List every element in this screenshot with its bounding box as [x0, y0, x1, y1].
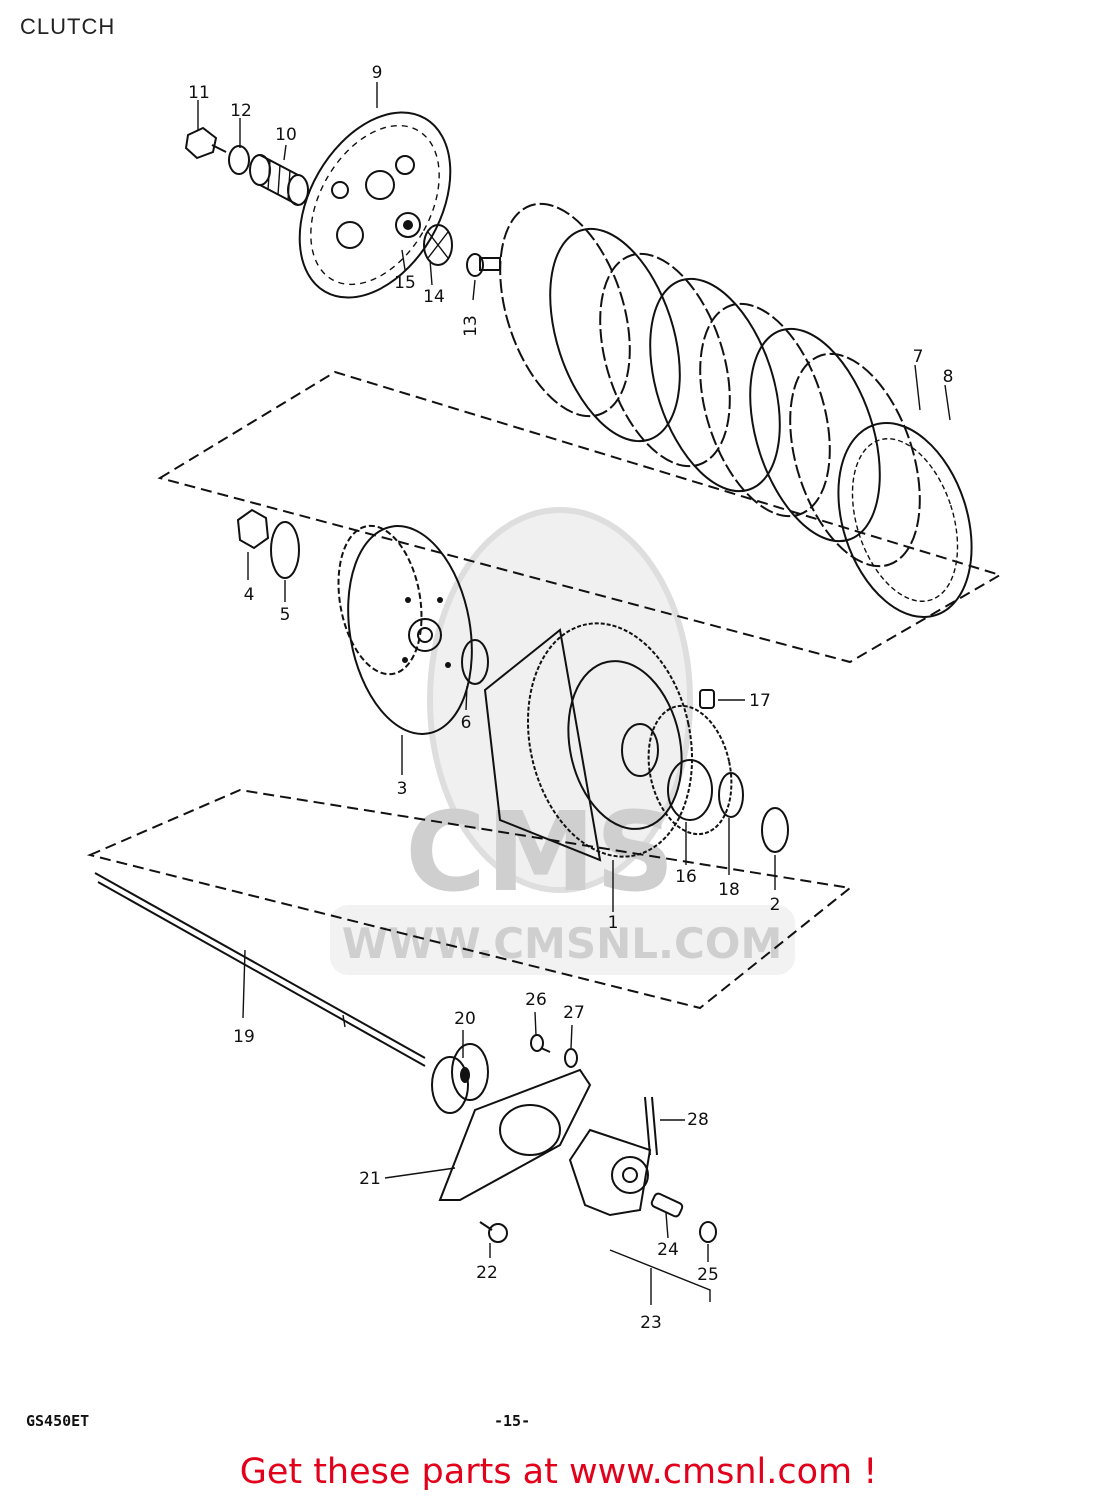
callout-27: 27	[563, 1003, 585, 1023]
callout-26: 26	[525, 990, 547, 1010]
callout-25: 25	[697, 1265, 719, 1285]
screw-washer-part	[564, 1048, 578, 1068]
push-piece-part	[466, 253, 501, 277]
callout-23: 23	[640, 1313, 662, 1333]
callout-11: 11	[188, 83, 210, 103]
promo-link-text[interactable]: Get these parts at www.cmsnl.com !	[239, 1452, 878, 1492]
clutch-spring-part	[249, 154, 309, 206]
clutch-push-rod	[94, 872, 426, 1067]
lock-washer-part	[270, 521, 300, 579]
upper-assembly-plane	[157, 370, 1003, 664]
callout-10: 10	[275, 125, 297, 145]
clutch-plate-stack	[499, 202, 973, 619]
callout-24: 24	[657, 1240, 679, 1260]
adjuster-pin-part	[650, 1192, 684, 1218]
oil-seal-part	[431, 1043, 489, 1114]
release-bearing-part	[423, 224, 453, 266]
pin-part	[699, 689, 715, 709]
callout-17: 17	[749, 691, 771, 711]
needle-bearing-part	[667, 759, 713, 821]
watermark: CMS WWW.CMSNL.COM	[330, 507, 795, 975]
cover-screw	[479, 1221, 508, 1243]
callout-12: 12	[230, 101, 252, 121]
primary-driven-gear-assembly	[483, 622, 733, 862]
callout-15: 15	[394, 273, 416, 293]
lock-nut-part	[699, 1221, 717, 1243]
callout-21: 21	[359, 1169, 381, 1189]
clutch-sleeve-nut	[236, 508, 270, 550]
callout-1: 1	[608, 913, 619, 933]
return-spring-part	[644, 1096, 658, 1156]
callout-28: 28	[687, 1110, 709, 1130]
callout-13: 13	[461, 315, 481, 337]
model-code: GS450ET	[26, 1412, 90, 1430]
page-number: -15-	[494, 1412, 531, 1430]
callout-19: 19	[233, 1027, 255, 1047]
clutch-spring-bolt	[184, 126, 227, 160]
leader-lines	[197, 82, 951, 1305]
callout-8: 8	[943, 367, 954, 387]
clutch-sleeve-hub	[337, 524, 473, 735]
callout-22: 22	[476, 1263, 498, 1283]
callout-14: 14	[423, 287, 445, 307]
washer-part	[228, 145, 250, 175]
watermark-url: WWW.CMSNL.COM	[342, 919, 783, 968]
clutch-release-assembly	[568, 1128, 652, 1217]
callout-2: 2	[770, 895, 781, 915]
lower-assembly-plane	[86, 788, 853, 1010]
callout-9: 9	[372, 63, 383, 83]
callout-6: 6	[461, 713, 472, 733]
thrust-washer-part	[461, 639, 489, 685]
callout-20: 20	[454, 1009, 476, 1029]
watermark-logo: CMS	[405, 788, 674, 916]
gasket-part	[438, 1068, 592, 1201]
spacer-washer-part	[761, 807, 789, 853]
callout-3: 3	[397, 779, 408, 799]
retainer-screw	[530, 1034, 551, 1053]
callout-labels: 9 11 12 10 15 14 13 7 8 4 5 6 3 17 16 18…	[188, 63, 953, 1333]
page-title: CLUTCH	[20, 14, 116, 39]
callout-16: 16	[675, 867, 697, 887]
callout-5: 5	[280, 605, 291, 625]
circlip-part	[718, 772, 744, 818]
callout-7: 7	[913, 347, 924, 367]
callout-18: 18	[718, 880, 740, 900]
pressure-plate-part	[298, 111, 452, 299]
callout-4: 4	[244, 585, 255, 605]
